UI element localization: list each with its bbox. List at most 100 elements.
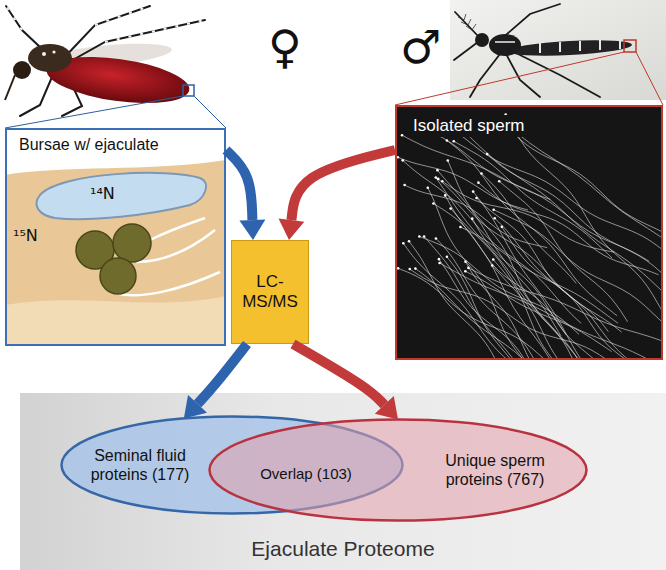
venn-label: Unique sperm proteins (767) (433, 451, 557, 489)
sperm-head (423, 235, 426, 238)
instrument-label: LC- MS/MS (238, 272, 302, 313)
female-mosquito-part (6, 6, 205, 116)
sperm-micrograph-part (395, 105, 663, 360)
sex-symbol: ♂ (400, 20, 441, 75)
panel-title: Bursae w/ ejaculate (17, 135, 161, 154)
label-holder: ¹⁴N (90, 184, 115, 203)
female-mosquito-part-part (95, 6, 150, 25)
sex-symbol: ♀ (268, 20, 302, 75)
bursa-illustration-part (36, 173, 206, 219)
sperm-head (467, 267, 470, 270)
sperm-head (486, 153, 489, 156)
male-mosquito-part (540, 39, 620, 53)
proteome-band: Ejaculate ProteomeSeminal fluid proteins… (20, 393, 666, 570)
bursa-illustration (5, 128, 226, 346)
sperm-head (475, 197, 478, 200)
sperm-cells (397, 113, 662, 359)
sperm-head (446, 256, 449, 259)
isotope-label: ¹⁴N (90, 184, 115, 203)
isotope-label: ¹⁵N (13, 226, 38, 245)
sperm-cell (445, 195, 622, 359)
label-holder: ♀ (268, 20, 302, 75)
bursa-illustration-part (5, 160, 226, 346)
arrow-shaft (291, 150, 395, 220)
sperm-cell (409, 241, 601, 359)
female-mosquito-part-part (6, 6, 22, 30)
arrow-head (184, 395, 207, 418)
male-mosquito-part (495, 41, 515, 43)
sperm-cell (447, 257, 600, 359)
sperm-head (491, 264, 494, 267)
female-mosquito-part-part (60, 6, 150, 62)
bursa-illustration-part-part (150, 218, 205, 240)
sperm-head (444, 194, 447, 197)
female-mosquito-part (52, 50, 55, 53)
sperm-cell (499, 181, 627, 321)
sperm-cell (473, 192, 636, 359)
female-mosquito-part (6, 6, 205, 42)
male-mosquito-part (475, 33, 489, 47)
arrow-shaft (226, 150, 252, 220)
male-mosquito-part-part (455, 12, 478, 36)
female-mosquito-part (5, 75, 15, 100)
sperm-head (437, 178, 440, 181)
sperm-head (426, 187, 429, 190)
venn-label: Seminal fluid proteins (177) (78, 446, 202, 484)
sperm-cell (428, 188, 541, 359)
male-mosquito-part (458, 14, 476, 30)
female-mosquito-part (5, 96, 226, 128)
sperm-cell (445, 124, 662, 285)
sperm-head (432, 202, 435, 205)
flow-arrow (293, 344, 398, 420)
sperm-head (492, 258, 495, 261)
instrument-box: LC- MS/MS (231, 240, 309, 344)
male-mosquito-part-part (458, 14, 476, 30)
sperm-head (446, 139, 449, 142)
sperm-cell (436, 177, 630, 359)
sperm-head (464, 270, 467, 273)
arrow-shaft (293, 344, 384, 405)
male-mosquito-part-part (510, 50, 600, 97)
sperm-cell (438, 179, 621, 332)
sperm-cell (448, 160, 579, 359)
sperm-cell (451, 208, 660, 359)
male-mosquito-part (489, 34, 521, 56)
sperm-cell (447, 140, 617, 315)
arrow-head (279, 219, 305, 240)
flow-arrow (184, 344, 247, 418)
female-mosquito-part (13, 61, 31, 79)
sperm-cell (506, 114, 662, 319)
sperm-head (446, 159, 449, 162)
sperm-cell (487, 154, 662, 314)
male-mosquito-part-part (505, 52, 540, 97)
sperm-cell (465, 271, 611, 351)
male-mosquito-part (508, 38, 633, 58)
sperm-head (500, 226, 503, 229)
sperm-cell (481, 173, 576, 283)
female-mosquito (5, 6, 226, 128)
sperm-cell (465, 262, 569, 359)
sperm-head (418, 235, 421, 238)
venn-label: Overlap (103) (260, 465, 352, 483)
sperm-cell (416, 126, 649, 261)
female-mosquito-part (28, 44, 72, 72)
sperm-head (452, 140, 455, 143)
sperm-cell (398, 157, 528, 210)
sperm-head (472, 190, 475, 193)
arrow-shaft (198, 344, 247, 404)
bursa-illustration-part (113, 224, 151, 262)
sperm-head (480, 172, 483, 175)
bursa-illustration-part (5, 296, 226, 346)
sperm-cell (472, 219, 662, 359)
sperm-cell (468, 268, 662, 359)
sperm-cell (424, 237, 549, 359)
female-mosquito-part-part (105, 20, 205, 42)
sperm-head (493, 217, 496, 220)
arrow-head (239, 220, 265, 240)
sperm-head (464, 260, 467, 263)
sperm-head (438, 262, 441, 265)
sperm-head (477, 181, 480, 184)
panel-title: Isolated sperm (409, 115, 529, 137)
